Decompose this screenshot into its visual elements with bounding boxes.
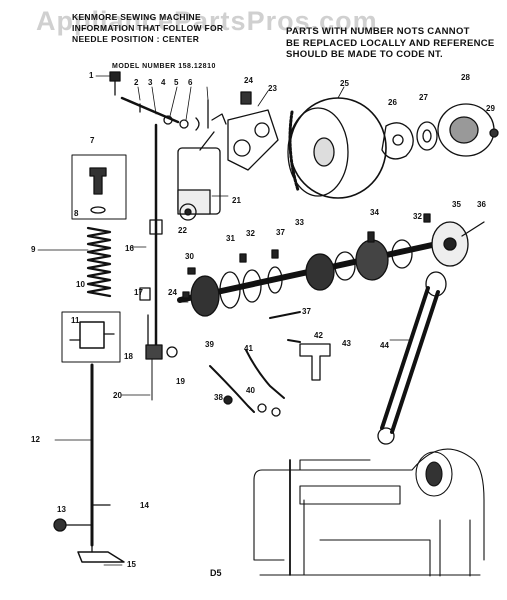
callout-12: 12 <box>31 435 40 444</box>
callout-11: 11 <box>71 316 80 325</box>
callout-30: 30 <box>185 252 194 261</box>
callout-43: 43 <box>342 339 351 348</box>
leader-lines <box>37 75 411 566</box>
presser-bar-part <box>53 363 111 547</box>
header-left-line-2: INFORMATION THAT FOLLOW FOR <box>72 23 224 33</box>
callout-14: 14 <box>140 501 149 510</box>
small-screws-part <box>163 99 209 131</box>
callout-34: 34 <box>370 208 379 217</box>
callout-2: 2 <box>134 78 139 87</box>
callout-9: 9 <box>31 245 36 254</box>
clutch-knob-part <box>437 103 499 157</box>
callout-26: 26 <box>388 98 397 107</box>
header-right-line-1: PARTS WITH NUMBER NOTS CANNOT <box>286 26 470 37</box>
header-right-line-3: SHOULD BE MADE TO CODE NT. <box>286 49 443 60</box>
presser-spring-part <box>86 226 112 298</box>
spring-cap-part <box>71 154 127 220</box>
thumb-screw-part <box>109 71 121 96</box>
callout-44: 44 <box>380 341 389 350</box>
callout-38: 38 <box>214 393 223 402</box>
callout-4: 4 <box>161 78 166 87</box>
callout-7: 7 <box>90 136 95 145</box>
callout-25: 25 <box>340 79 349 88</box>
callout-32: 32 <box>246 229 255 238</box>
callout-15: 15 <box>127 560 136 569</box>
callout-16: 16 <box>125 244 134 253</box>
needle-clamp-parts <box>139 287 151 346</box>
header-left-line-3: NEEDLE POSITION : CENTER <box>72 34 200 44</box>
callout-10: 10 <box>76 280 85 289</box>
callout-27: 27 <box>419 93 428 102</box>
header-left-line-1: KENMORE SEWING MACHINE <box>72 12 201 22</box>
callout-13: 13 <box>57 505 66 514</box>
callout-17: 17 <box>134 288 143 297</box>
take-up-lever-part <box>177 113 227 221</box>
callout-22: 22 <box>178 226 187 235</box>
callout-24b: 24 <box>168 288 177 297</box>
callout-35: 35 <box>452 200 461 209</box>
callout-29: 29 <box>486 104 495 113</box>
callout-37: 37 <box>276 228 285 237</box>
presser-bar-guide-part <box>61 311 121 363</box>
callout-37b: 37 <box>302 307 311 316</box>
callout-33: 33 <box>295 218 304 227</box>
main-shaft-part <box>177 221 485 317</box>
callout-23: 23 <box>268 84 277 93</box>
header-right-line-2: BE REPLACED LOCALLY AND REFERENCE <box>286 37 495 49</box>
callout-39: 39 <box>205 340 214 349</box>
feed-bracket-part <box>287 339 331 381</box>
page-code: D5 <box>210 568 222 578</box>
feed-levers-part <box>209 349 285 417</box>
connecting-rod-part <box>377 271 447 445</box>
clutch-plate-part <box>381 122 414 160</box>
presser-foot-part <box>77 544 125 563</box>
callout-8: 8 <box>74 209 79 218</box>
machine-body-part <box>253 448 485 577</box>
handwheel-part <box>287 97 387 199</box>
washer-part <box>416 121 438 151</box>
rock-pin-part <box>269 311 301 319</box>
callout-19: 19 <box>176 377 185 386</box>
callout-40: 40 <box>246 386 255 395</box>
model-number: MODEL NUMBER 158.12810 <box>112 63 216 70</box>
header-right-note: PARTS WITH NUMBER NOTS CANNOT BE REPLACE… <box>286 26 495 61</box>
callout-31: 31 <box>226 234 235 243</box>
crank-assembly-part <box>227 91 279 171</box>
header-left-note: KENMORE SEWING MACHINE INFORMATION THAT … <box>72 12 223 45</box>
callout-3: 3 <box>148 78 153 87</box>
callout-41: 41 <box>244 344 253 353</box>
callout-24: 24 <box>244 76 253 85</box>
callout-32b: 32 <box>413 212 422 221</box>
callout-20: 20 <box>113 391 122 400</box>
callout-6: 6 <box>188 78 193 87</box>
callout-42: 42 <box>314 331 323 340</box>
needle-bar-part <box>145 123 178 401</box>
callout-21: 21 <box>232 196 241 205</box>
cam-screws-part <box>182 213 431 299</box>
callout-36: 36 <box>477 200 486 209</box>
callout-5: 5 <box>174 78 179 87</box>
callout-28: 28 <box>461 73 470 82</box>
callout-1: 1 <box>89 71 94 80</box>
needle-bar-shaft-part <box>120 96 180 124</box>
callout-18: 18 <box>124 352 133 361</box>
